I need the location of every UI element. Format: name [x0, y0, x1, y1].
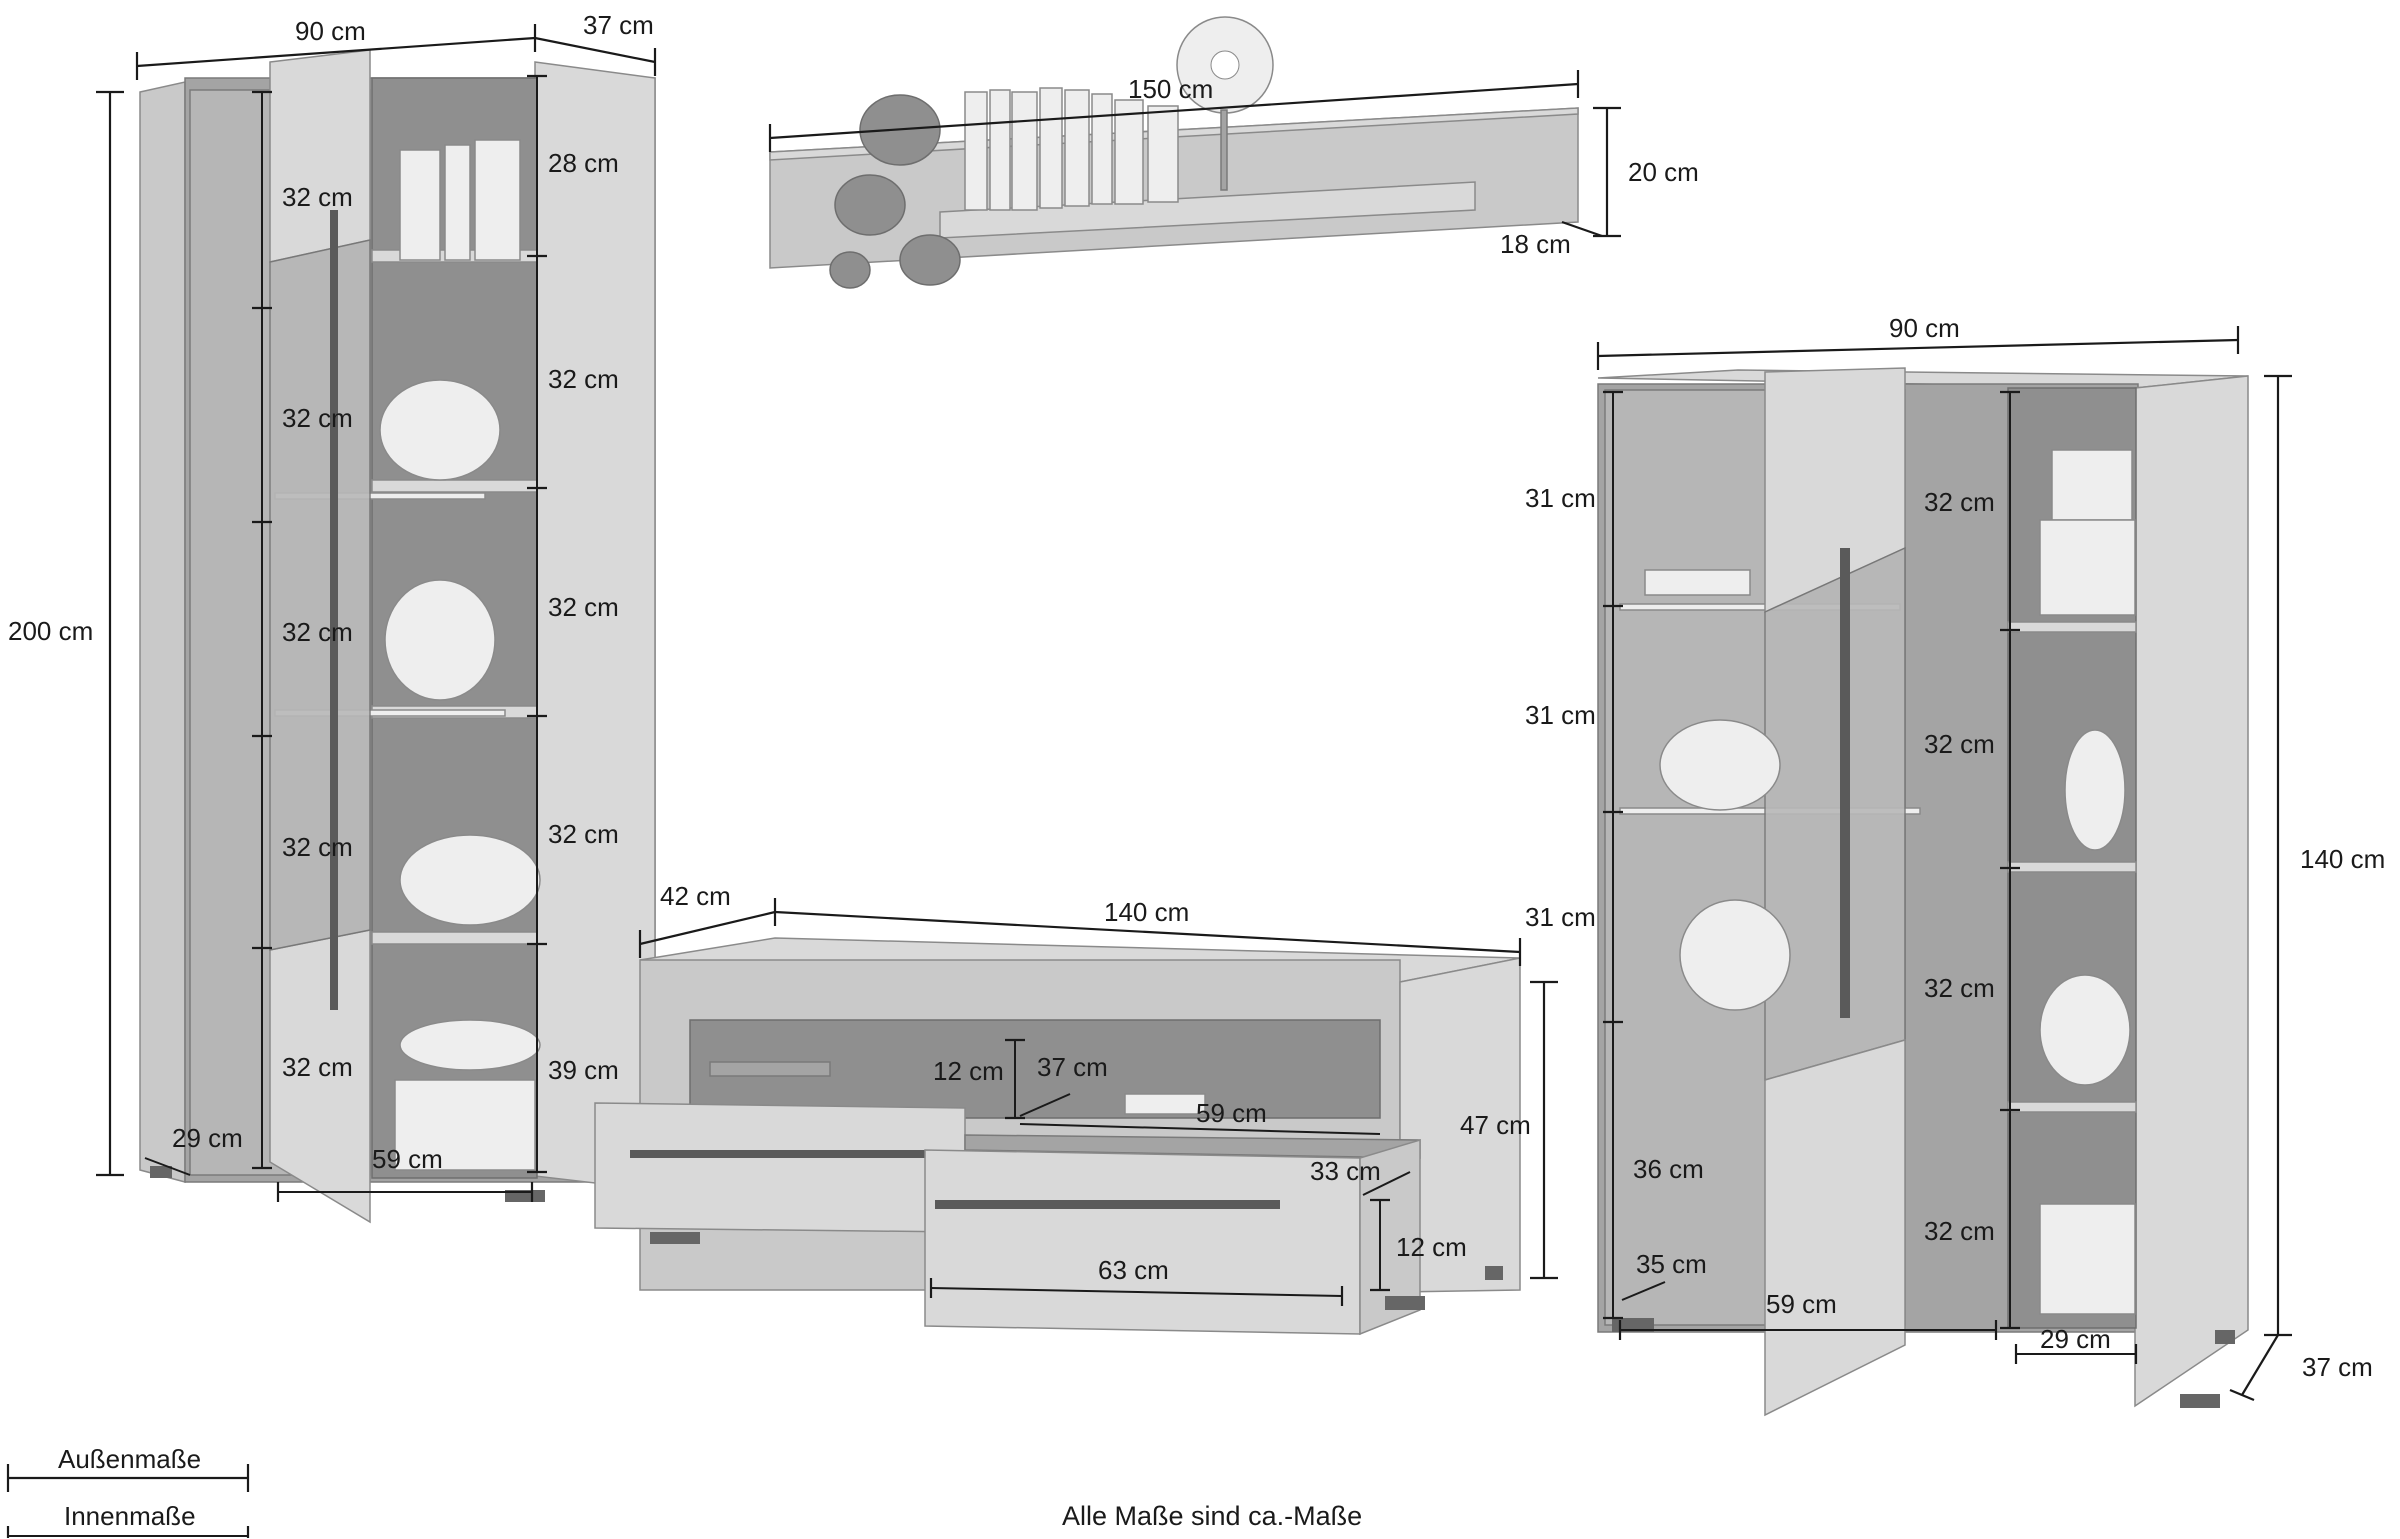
tv-drawer-width-label: 63 cm [1098, 1255, 1169, 1285]
tall-height-label: 200 cm [8, 616, 93, 646]
highboard-left-compartment-4: 36 cm [1633, 1154, 1704, 1184]
tv-width-label: 140 cm [1104, 897, 1189, 927]
highboard-inner-width-left-label: 59 cm [1766, 1289, 1837, 1319]
tall-left-compartment-2: 32 cm [282, 403, 353, 433]
shelf-depth-label: 18 cm [1500, 229, 1571, 259]
highboard-inner-depth-label: 35 cm [1636, 1249, 1707, 1279]
tall-cabinet-inner-dimensions: 32 cm 32 cm 32 cm 32 cm 32 cm 28 cm 32 c… [144, 74, 619, 1202]
tall-right-compartment-2: 32 cm [548, 364, 619, 394]
tv-height-label: 47 cm [1460, 1110, 1531, 1140]
highboard-right-compartment-1: 32 cm [1924, 487, 1995, 517]
shelf-height-label: 20 cm [1628, 157, 1699, 187]
tall-left-compartment-1: 32 cm [282, 182, 353, 212]
wall-shelf-illustration [769, 16, 1579, 289]
tall-cabinet-illustration [139, 49, 656, 1224]
tall-width-label: 90 cm [295, 16, 366, 46]
tv-compartment-depth-label: 37 cm [1037, 1052, 1108, 1082]
highboard-inner-dimensions: 31 cm 31 cm 31 cm 36 cm 32 cm 32 cm 32 c… [1525, 390, 2138, 1364]
tall-inner-depth-label: 29 cm [172, 1123, 243, 1153]
highboard-inner-width-right-label: 29 cm [2040, 1324, 2111, 1354]
tall-left-compartment-4: 32 cm [282, 832, 353, 862]
tall-depth-label: 37 cm [583, 10, 654, 40]
highboard-right-compartment-4: 32 cm [1924, 1216, 1995, 1246]
tv-compartment-height-label: 12 cm [933, 1056, 1004, 1086]
tv-depth-label: 42 cm [660, 881, 731, 911]
highboard-width-label: 90 cm [1889, 313, 1960, 343]
highboard-height-label: 140 cm [2300, 844, 2385, 874]
tall-cabinet-outer-dimensions: 90 cm 37 cm 200 cm [8, 10, 657, 1177]
legend: Außenmaße Innenmaße [6, 1444, 250, 1538]
highboard-outer-dimensions: 90 cm 140 cm 37 cm [1596, 313, 2385, 1402]
highboard-depth-label: 37 cm [2302, 1352, 2373, 1382]
tv-drawer-height-label: 12 cm [1396, 1232, 1467, 1262]
tall-inner-width-label: 59 cm [372, 1144, 443, 1174]
tv-board-illustration [594, 937, 1521, 1336]
tv-compartment-width-label: 59 cm [1196, 1098, 1267, 1128]
highboard-left-compartment-3: 31 cm [1525, 902, 1596, 932]
tv-board-outer-dimensions: 42 cm 140 cm 47 cm [638, 881, 1558, 1280]
highboard-right-compartment-3: 32 cm [1924, 973, 1995, 1003]
legend-outer-label: Außenmaße [58, 1444, 201, 1474]
shelf-width-label: 150 cm [1128, 74, 1213, 104]
tall-right-compartment-3: 32 cm [548, 592, 619, 622]
tall-left-compartment-3: 32 cm [282, 617, 353, 647]
tv-drawer-depth-label: 33 cm [1310, 1156, 1381, 1186]
tv-board-inner-dimensions: 12 cm 37 cm 59 cm 33 cm 12 cm 63 cm [929, 1038, 1467, 1306]
highboard-left-compartment-2: 31 cm [1525, 700, 1596, 730]
wall-shelf-dimensions: 150 cm 20 cm 18 cm [768, 70, 1699, 259]
tall-right-compartment-5: 39 cm [548, 1055, 619, 1085]
approx-dimensions-note: Alle Maße sind ca.-Maße [1062, 1501, 1362, 1531]
tall-right-compartment-1: 28 cm [548, 148, 619, 178]
legend-inner-label: Innenmaße [64, 1501, 196, 1531]
highboard-right-compartment-2: 32 cm [1924, 729, 1995, 759]
tall-left-compartment-5: 32 cm [282, 1052, 353, 1082]
tall-right-compartment-4: 32 cm [548, 819, 619, 849]
highboard-left-compartment-1: 31 cm [1525, 483, 1596, 513]
highboard-illustration [1597, 367, 2249, 1417]
